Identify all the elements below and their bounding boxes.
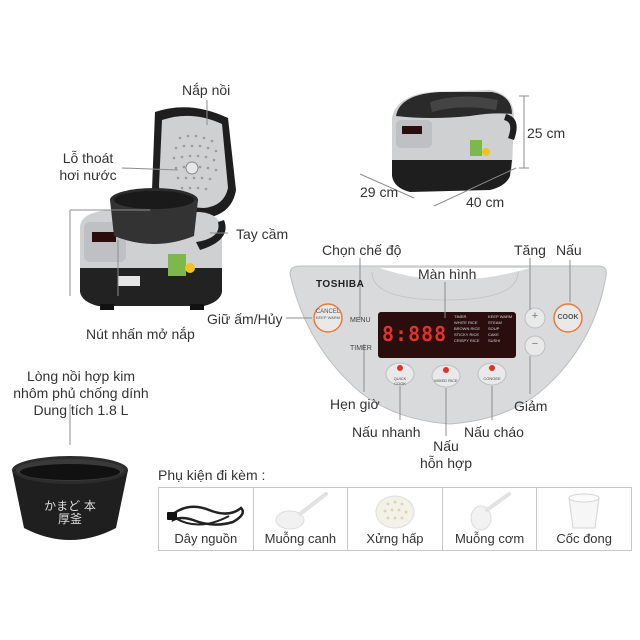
label-inner-pot-line2: nhôm phủ chống dính	[13, 384, 149, 401]
panel-cancel-text: CANCEL	[315, 309, 341, 315]
dimension-height: 25 cm	[527, 125, 566, 141]
accessory-name: Xửng hấp	[366, 531, 424, 546]
accessory-name: Dây nguồn	[174, 531, 238, 546]
panel-brand-logo: TOSHIBA	[316, 279, 365, 290]
panel-minus-button: −	[531, 338, 539, 350]
label-steam-vent-line1: Lỗ thoát	[62, 150, 114, 166]
leader-lines-panel	[286, 258, 571, 436]
label-lid: Nắp nồi	[182, 82, 231, 98]
label-steam-vent: Lỗ thoát hơi nước	[58, 150, 118, 184]
panel-quick-cook-button: QUICK COOK	[393, 376, 407, 386]
dimension-lines	[359, 95, 529, 207]
label-quick-cook: Nấu nhanh	[352, 424, 421, 440]
label-mixed-cook-line1: Nấu	[433, 438, 459, 454]
accessory-name: Cốc đong	[556, 531, 612, 546]
accessories-title: Phụ kiện đi kèm :	[158, 467, 266, 483]
panel-menu-button: MENU	[350, 317, 371, 324]
label-menu-select: Chọn chế độ	[322, 242, 402, 258]
accessory-measuring-cup: Cốc đong	[537, 488, 631, 550]
panel-cancel-button: CANCEL KEEP WARM	[314, 309, 342, 320]
panel-menu-item: BROWN RICE	[454, 326, 480, 331]
accessory-power-cord: Dây nguồn	[159, 488, 254, 550]
label-open-button: Nút nhấn mở nắp	[86, 326, 195, 342]
panel-digit-display: 8:888	[382, 322, 448, 346]
leader-lines-left	[69, 100, 228, 445]
dimension-width: 40 cm	[466, 194, 505, 210]
inner-pot-image	[12, 456, 128, 540]
panel-plus-button: +	[531, 310, 539, 322]
accessory-steamer: Xửng hấp	[348, 488, 443, 550]
panel-menu-item: SOUP	[488, 326, 500, 331]
label-increase: Tăng	[514, 242, 546, 258]
label-timer: Hẹn giờ	[330, 396, 380, 412]
accessory-rice-paddle: Muỗng cơm	[443, 488, 538, 550]
panel-menu-item: KEEP WARM	[488, 314, 513, 319]
label-mixed-cook: Nấu hỗn hợp	[418, 438, 474, 472]
panel-menu-list: TIMER KEEP WARM WHITE RICE STEAM BROWN R…	[454, 314, 516, 343]
panel-keep-warm-text: KEEP WARM	[315, 314, 341, 320]
accessory-name: Muỗng canh	[264, 531, 337, 546]
accessory-soup-ladle: Muỗng canh	[254, 488, 349, 550]
panel-cook-button: COOK	[557, 314, 579, 321]
panel-menu-item: SUSHI	[488, 338, 501, 343]
inner-pot-engraving: かまど 本厚釜	[44, 499, 96, 527]
steamer-tray-icon	[375, 495, 415, 529]
panel-congee-button: CONGEE	[483, 376, 501, 381]
label-mixed-cook-line2: hỗn hợp	[419, 454, 472, 471]
rice-paddle-icon	[470, 492, 511, 531]
control-panel-image	[289, 265, 607, 425]
label-inner-pot: Lòng nồi hợp kim nhôm phủ chống dính Dun…	[6, 368, 156, 418]
power-cord-icon	[167, 505, 244, 526]
label-handle: Tay cầm	[236, 226, 289, 242]
label-keep-warm-cancel: Giữ ấm/Hủy	[207, 311, 283, 327]
panel-timer-button: TIMER	[350, 345, 372, 352]
panel-menu-item: STEAM	[488, 320, 502, 325]
open-cooker-image	[80, 107, 236, 310]
label-display: Màn hình	[418, 266, 477, 282]
accessory-name: Muỗng cơm	[454, 531, 525, 546]
panel-menu-item: CAKE	[488, 332, 499, 337]
panel-menu-item: TIMER	[454, 314, 467, 319]
panel-menu-item: STICKY RICE	[454, 332, 480, 337]
accessories-row: Dây nguồn Muỗng canh Xửng hấp Muỗng cơm	[158, 487, 632, 551]
panel-menu-item: CRISPY RICE	[454, 338, 480, 343]
soup-ladle-icon	[275, 492, 328, 530]
panel-menu-item: WHITE RICE	[454, 320, 478, 325]
measuring-cup-icon	[568, 493, 600, 529]
label-steam-vent-line2: hơi nước	[59, 166, 117, 183]
label-porridge: Nấu cháo	[464, 424, 524, 440]
label-cook: Nấu	[556, 242, 582, 258]
label-inner-pot-line1: Lòng nồi hợp kim	[26, 368, 136, 384]
label-decrease: Giảm	[514, 398, 548, 414]
panel-mixed-rice-button: MIXED RICE	[434, 378, 458, 383]
label-inner-pot-line3: Dung tích 1.8 L	[33, 401, 129, 418]
dimension-depth: 29 cm	[360, 184, 399, 200]
